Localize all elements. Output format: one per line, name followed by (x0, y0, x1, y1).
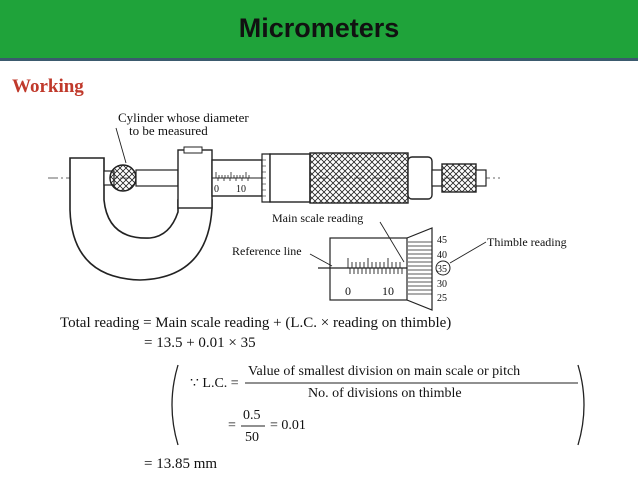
cylinder (109, 164, 137, 192)
grip-end (407, 156, 433, 200)
lc-prefix: ∵ L.C. = (190, 376, 239, 391)
frame-body (177, 149, 213, 209)
fraction-numerator: 0.5 (243, 408, 261, 423)
slide-title: Micrometers (238, 13, 400, 43)
detail-scale-ticks (347, 258, 403, 274)
micrometer-frame (69, 157, 213, 281)
detail-ten-label: 10 (382, 284, 394, 298)
sleeve-zero-label: 0 (214, 184, 219, 195)
reference-line-leader (309, 253, 333, 267)
sleeve-ten-label: 10 (236, 184, 246, 195)
fraction-denominator: 50 (245, 430, 259, 445)
thimble-value-label: 35 (437, 264, 447, 275)
cylinder-label-line2: to be measured (129, 123, 208, 138)
thimble-reading-circle (435, 260, 451, 276)
thimble-bevel-ticks (262, 159, 266, 197)
total-reading-substitution: = 13.5 + 0.01 × 35 (144, 335, 256, 351)
lc-numerator: Value of smallest division on main scale… (248, 364, 521, 379)
detail-thimble (406, 227, 433, 311)
ratchet-neck (431, 169, 443, 187)
lc-denominator: No. of divisions on thimble (308, 386, 462, 401)
thimble-value-label: 40 (437, 250, 447, 261)
fraction-result: = 0.01 (270, 418, 306, 433)
left-bracket (171, 364, 179, 446)
main-scale-reading-label: Main scale reading (272, 211, 363, 225)
right-bracket (577, 364, 585, 446)
thimble (269, 153, 311, 203)
cylinder-label-line1: Cylinder whose diameter (118, 110, 249, 125)
equals-sign: = (228, 418, 236, 433)
sleeve-scale-ticks (215, 172, 250, 181)
thimble-reading-leader (449, 241, 487, 264)
reference-line-label: Reference line (232, 244, 302, 258)
thimble-value-label: 45 (437, 235, 447, 246)
total-reading-line: Total reading = Main scale reading + (L.… (60, 315, 452, 331)
main-scale-leader (379, 221, 405, 263)
thimble-reading-label: Thimble reading (487, 235, 567, 249)
thimble-value-label: 30 (437, 279, 447, 290)
detail-zero-label: 0 (345, 284, 351, 298)
cylinder-leader (115, 127, 127, 164)
lock-nut (183, 146, 203, 154)
section-heading: Working (12, 76, 84, 97)
detail-thimble-ticks (408, 241, 432, 295)
spindle (135, 169, 179, 187)
ratchet-cap (475, 169, 487, 187)
final-result: = 13.85 mm (144, 456, 218, 472)
knurled-grip (309, 152, 409, 204)
ratchet (441, 163, 477, 193)
title-bar (0, 0, 638, 61)
thimble-value-label: 25 (437, 293, 447, 304)
